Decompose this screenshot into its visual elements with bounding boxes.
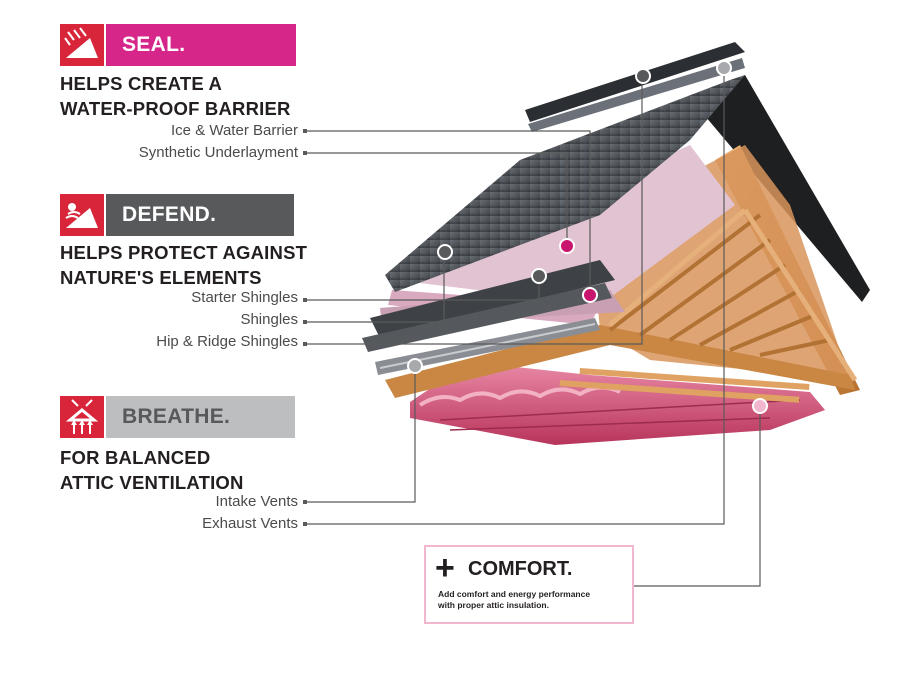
roof-gable-end bbox=[700, 75, 870, 302]
storm-shield-icon bbox=[60, 194, 104, 236]
item-synthetic-underlayment: Synthetic Underlayment bbox=[138, 144, 298, 161]
shingle-field bbox=[362, 75, 745, 352]
item-starter-shingles: Starter Shingles bbox=[191, 289, 298, 306]
ridge-vent bbox=[525, 42, 745, 132]
comfort-callout: + COMFORT. Add comfort and energy perfor… bbox=[424, 545, 634, 624]
water-barrier-icon bbox=[60, 24, 104, 66]
breathe-label: BREATHE. bbox=[106, 396, 295, 438]
defend-label: DEFEND. bbox=[106, 194, 294, 236]
item-shingles: Shingles bbox=[240, 311, 298, 328]
comfort-description: Add comfort and energy performance with … bbox=[438, 589, 591, 610]
plus-icon: + bbox=[435, 549, 455, 587]
item-intake-vents: Intake Vents bbox=[215, 493, 298, 510]
item-exhaust-vents: Exhaust Vents bbox=[202, 515, 298, 532]
airflow-icon bbox=[60, 396, 104, 438]
callout-markers bbox=[407, 60, 768, 414]
seal-label: SEAL. bbox=[106, 24, 296, 66]
breathe-headline: FOR BALANCED ATTIC VENTILATION bbox=[60, 447, 244, 493]
item-hip-ridge-shingles: Hip & Ridge Shingles bbox=[156, 333, 298, 350]
seal-headline: HELPS CREATE A WATER-PROOF BARRIER bbox=[60, 73, 291, 119]
item-tick-marks bbox=[303, 129, 307, 526]
defend-headline: HELPS PROTECT AGAINST NATURE'S ELEMENTS bbox=[60, 242, 308, 288]
comfort-title: COMFORT. bbox=[468, 558, 573, 580]
item-ice-water-barrier: Ice & Water Barrier bbox=[171, 122, 298, 139]
attic-insulation bbox=[410, 362, 825, 445]
